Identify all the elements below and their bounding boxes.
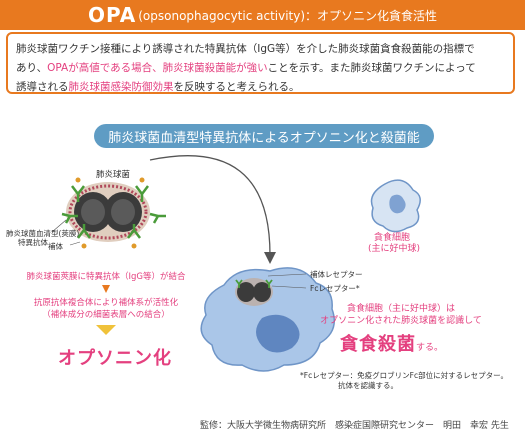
phagocytic-killing-text: 貪食殺菌 (340, 334, 416, 355)
phagocytic-killing-suffix: する。 (416, 343, 444, 353)
title-sub: (opsonophagocytic activity)：オプソニン化貪食活性 (138, 8, 438, 23)
header-band (0, 0, 525, 30)
intro-highlight-protection: 肺炎球菌感染防御効果 (68, 81, 174, 93)
page-title: OPA (opsonophagocytic activity)：オプソニン化貪食… (0, 0, 525, 30)
label-antibody-line1: 肺炎球菌血清型(莢膜) (6, 229, 80, 238)
intro-line-1: 肺炎球菌ワクチン接種により誘導された特異抗体（IgG等）を介した肺炎球菌貪食殺菌… (16, 43, 475, 55)
label-antibody-line2: 特異抗体 (18, 238, 48, 247)
flow-arrow-1 (102, 285, 110, 293)
label-phagocyte-line1: 貪食細胞 (374, 233, 411, 243)
label-complement: 補体 (48, 242, 63, 251)
label-pneumococcus: 肺炎球菌 (96, 170, 131, 180)
title-main: OPA (87, 3, 137, 27)
intro-line-3: 誘導される肺炎球菌感染防御効果を反映すると考えられる。 (16, 81, 300, 93)
phagocytic-killing: 貪食殺菌する。 (340, 330, 443, 356)
pneumococcus-illustration (51, 177, 166, 249)
supervisor-credit: 監修：大阪大学微生物病研究所 感染症国際研究センター 明田 幸宏 先生 (200, 421, 509, 431)
fc-receptor-note: *Fcレセプター：免疫グロブリンFc部位に対するレセプター。 抗体を認識する。 (300, 371, 516, 391)
flow-step-1: 肺炎球菌莢膜に特異抗体（IgG等）が結合 (26, 272, 186, 282)
section-title: 肺炎球菌血清型特異抗体によるオプソニン化と殺菌能 (94, 124, 434, 148)
label-phagocyte-line2: (主に好中球) (368, 244, 421, 254)
curved-arrow (149, 155, 271, 256)
flow-step-2-line1: 抗原抗体複合体により補体系が活性化 (33, 298, 179, 308)
flow-arrow-2 (96, 325, 116, 335)
flow-step-2-line2: （補体成分の細菌表層への結合） (42, 310, 170, 320)
phagocyte-small-illustration (370, 179, 421, 233)
phagocyte-desc-line1: 貪食細胞（主に好中球）は (346, 304, 455, 314)
intro-line-2: あり、OPAが高値である場合、肺炎球菌殺菌能が強いことを示す。また肺炎球菌ワクチ… (16, 62, 476, 74)
phagocyte-desc-line2: オプソニン化された肺炎球菌を認識して (320, 316, 482, 326)
fc-note-line1: *Fcレセプター：免疫グロブリンFc部位に対するレセプター。 (300, 371, 509, 380)
phagocyte-description: 貪食細胞（主に好中球）は オプソニン化された肺炎球菌を認識して (296, 303, 506, 327)
intro-box: 肺炎球菌ワクチン接種により誘導された特異抗体（IgG等）を介した肺炎球菌貪食殺菌… (6, 32, 515, 94)
curved-arrow-head (264, 252, 276, 264)
intro-highlight-opa: OPAが高値である場合、肺炎球菌殺菌能が強い (47, 62, 268, 74)
phagocyte-large-illustration (200, 267, 335, 372)
label-fc-receptor: Fcレセプター* (310, 284, 360, 293)
flow-result-opsonization: オプソニン化 (58, 348, 172, 369)
label-complement-receptor: 補体レセプター (310, 270, 363, 279)
fc-note-line2: 抗体を認識する。 (338, 381, 398, 390)
